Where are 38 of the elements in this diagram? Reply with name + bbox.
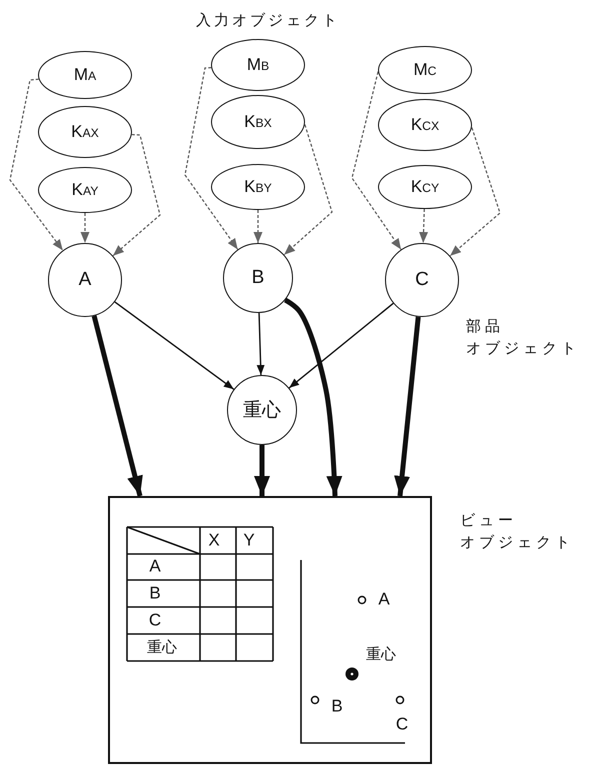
group-caption: 入力オブジェクト bbox=[196, 12, 340, 28]
arrow bbox=[9, 78, 64, 251]
table-text: C bbox=[148, 612, 162, 630]
arrow bbox=[80, 213, 90, 243]
arrow bbox=[184, 67, 238, 250]
arrow bbox=[419, 208, 428, 244]
node-label: C bbox=[415, 269, 429, 291]
view-panel bbox=[108, 496, 432, 764]
arrow bbox=[351, 71, 402, 250]
node-label: B bbox=[252, 267, 264, 289]
arrow bbox=[256, 312, 265, 376]
point-label: 重心 bbox=[366, 646, 396, 662]
group-caption: オブジェクト bbox=[466, 340, 580, 356]
arrow bbox=[394, 316, 421, 496]
table-text: 重心 bbox=[147, 638, 177, 656]
node-label: A bbox=[78, 269, 92, 291]
table-text: B bbox=[149, 584, 161, 604]
group-caption: オブジェクト bbox=[460, 534, 574, 550]
component-circle bbox=[385, 243, 459, 317]
group-caption: ビュー bbox=[460, 512, 517, 528]
input-ellipse bbox=[378, 46, 472, 94]
arrow bbox=[288, 302, 394, 388]
table-text: X bbox=[208, 532, 220, 550]
node-label: 重心 bbox=[243, 399, 281, 423]
point-label: A bbox=[378, 590, 390, 610]
group-caption: 部品 bbox=[466, 318, 504, 334]
point-label: C bbox=[396, 716, 408, 734]
arrow bbox=[92, 315, 143, 497]
point-label: B bbox=[331, 698, 343, 716]
table-text: Y bbox=[243, 532, 255, 550]
arrow bbox=[284, 298, 342, 496]
arrow bbox=[284, 124, 333, 256]
table-text: A bbox=[149, 558, 161, 576]
arrow bbox=[450, 127, 501, 256]
arrow bbox=[254, 210, 262, 243]
arrow bbox=[254, 445, 270, 496]
arrow bbox=[114, 301, 234, 390]
arrow bbox=[112, 134, 161, 256]
